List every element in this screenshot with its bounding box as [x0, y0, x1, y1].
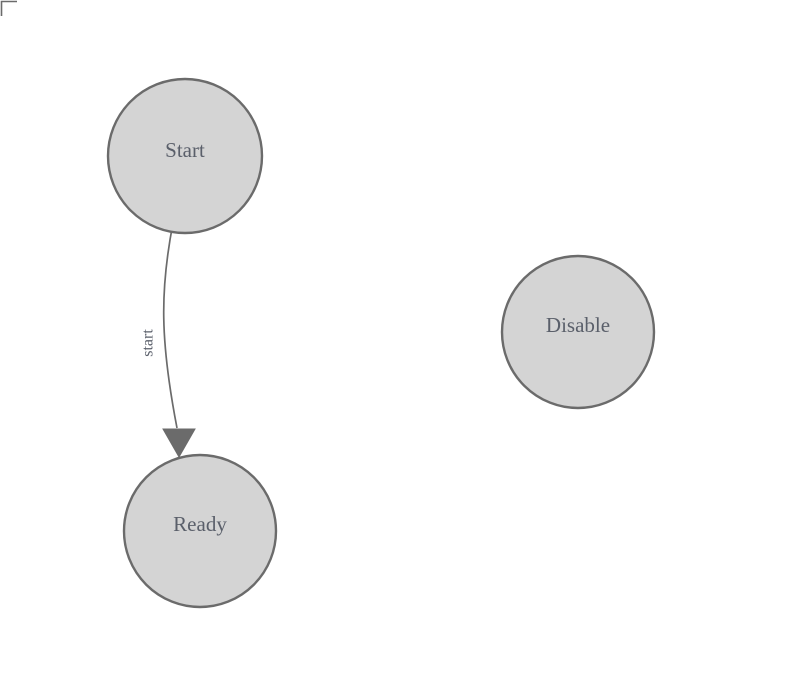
- edge-path: [162, 222, 178, 429]
- arrowhead-icon: [162, 428, 196, 459]
- node-start[interactable]: Start: [106, 77, 264, 235]
- edge-start-to-ready[interactable]: start: [140, 222, 196, 459]
- node-disable[interactable]: Disable: [500, 254, 656, 410]
- selection-corner-mark-icon: [0, 0, 17, 16]
- node-ready[interactable]: Ready: [122, 453, 278, 609]
- edge-label-start: start: [140, 329, 157, 357]
- node-ready-label: Ready: [173, 512, 227, 536]
- node-ready-circle[interactable]: [122, 453, 278, 609]
- node-start-circle[interactable]: [106, 77, 264, 235]
- node-start-label: Start: [165, 138, 205, 162]
- node-disable-circle[interactable]: [500, 254, 656, 410]
- node-disable-label: Disable: [546, 313, 610, 337]
